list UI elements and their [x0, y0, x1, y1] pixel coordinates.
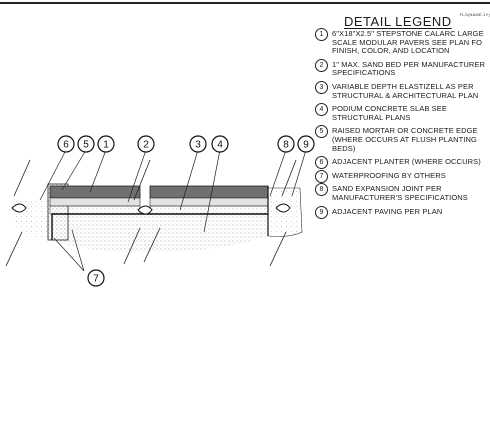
callout-circle — [57, 135, 75, 153]
callout-6: 6 — [57, 135, 75, 153]
legend-list: 1 6"X18"X2.5" STEPSTONE CALARC LARGE SCAL… — [314, 28, 490, 219]
sand-bed-left — [49, 197, 141, 207]
callout-circle — [189, 135, 207, 153]
callout-number: 6 — [63, 140, 69, 151]
legend-item: 8 SAND EXPANSION JOINT PER MANUFACTURER'S… — [314, 183, 490, 202]
legend-item: 4 PODIUM CONCRETE SLAB SEE STRUCTURAL PLA… — [314, 103, 490, 122]
callout-5: 5 — [77, 135, 95, 153]
detail-legend: DETAIL LEGEND FLO(NAME.1Y) 1 6"X18"X2.5" … — [314, 4, 490, 221]
break-symbol-right — [275, 203, 291, 213]
section-detail-drawing: 6 5 1 2 3 4 8 9 7 — [5, 135, 315, 287]
callout-9: 9 — [297, 135, 315, 153]
legend-item: 1 6"X18"X2.5" STEPSTONE CALARC LARGE SCAL… — [314, 28, 490, 56]
break-symbol-left — [11, 203, 27, 213]
legend-item: 3 VARIABLE DEPTH ELASTIZELL AS PER STRUCT… — [314, 80, 490, 100]
callout-number: 9 — [303, 140, 309, 151]
legend-item-text: WATERPROOFING BY OTHERS — [332, 170, 446, 180]
legend-item: 7 WATERPROOFING BY OTHERS — [314, 169, 490, 183]
callout-circle — [77, 135, 95, 153]
legend-number-bubble: 5 — [315, 125, 328, 139]
callout-7: 7 — [87, 269, 105, 287]
legend-number-bubble: 2 — [315, 58, 328, 72]
legend-item-text: RAISED MORTAR OR CONCRETE EDGE (WHERE OC… — [332, 126, 478, 153]
callout-number: 5 — [83, 140, 89, 151]
legend-item: 6 ADJACENT PLANTER (WHERE OCCURS) — [314, 156, 490, 170]
callout-circle — [297, 135, 315, 153]
callout-3: 3 — [189, 135, 207, 153]
elastizell-layer-left — [49, 205, 141, 215]
detail-tag: FLO(NAME.1Y) — [459, 12, 490, 17]
legend-item-text: PODIUM CONCRETE SLAB SEE STRUCTURAL PLAN… — [332, 104, 447, 122]
paver-course-right — [149, 185, 269, 199]
callout-number: 3 — [195, 140, 201, 151]
legend-item-text: VARIABLE DEPTH ELASTIZELL AS PER STRUCTU… — [332, 81, 479, 100]
callout-number: 2 — [143, 140, 149, 151]
callout-leader-lines — [39, 149, 307, 272]
legend-number-bubble: 8 — [315, 183, 328, 197]
legend-item-text: SAND EXPANSION JOINT PER MANUFACTURER'S … — [332, 184, 468, 202]
top-border-rule — [0, 2, 490, 4]
callout-number: 4 — [217, 140, 223, 151]
callout-number: 8 — [283, 140, 289, 151]
diagonal-break-lines — [5, 159, 297, 267]
legend-number-bubble: 6 — [315, 156, 328, 170]
legend-item-text: 1" MAX. SAND BED PER MANUFACTURER SPECIF… — [332, 59, 486, 78]
callout-circle — [87, 269, 105, 287]
callout-8: 8 — [277, 135, 295, 153]
legend-number-bubble: 4 — [315, 103, 328, 117]
legend-number-bubble: 9 — [315, 205, 328, 219]
elastizell-fill — [50, 214, 268, 253]
waterproofing-line — [51, 213, 268, 240]
callout-circle — [277, 135, 295, 153]
callout-number: 1 — [103, 140, 109, 151]
callout-circle — [97, 135, 115, 153]
legend-number-bubble: 3 — [315, 80, 328, 94]
callout-1: 1 — [97, 135, 115, 153]
callout-4: 4 — [211, 135, 229, 153]
legend-item-text: ADJACENT PLANTER (WHERE OCCURS) — [332, 157, 481, 167]
legend-item-text: ADJACENT PAVING PER PLAN — [332, 206, 443, 216]
callout-bubbles: 6 5 1 2 3 4 8 9 7 — [57, 135, 315, 287]
legend-item: 9 ADJACENT PAVING PER PLAN — [314, 205, 490, 219]
legend-number-bubble: 1 — [315, 28, 328, 41]
callout-2: 2 — [137, 135, 155, 153]
callout-circle — [137, 135, 155, 153]
legend-item: 5 RAISED MORTAR OR CONCRETE EDGE (WHERE O… — [314, 125, 490, 153]
legend-item: 2 1" MAX. SAND BED PER MANUFACTURER SPECI… — [314, 58, 490, 78]
callout-number: 7 — [93, 274, 99, 285]
legend-number-bubble: 7 — [315, 169, 328, 183]
legend-item-text: 6"X18"X2.5" STEPSTONE CALARC LARGE SCALE… — [332, 29, 484, 56]
legend-title: DETAIL LEGEND — [344, 14, 452, 29]
break-symbol-center — [137, 205, 153, 215]
legend-header: DETAIL LEGEND FLO(NAME.1Y) — [314, 4, 490, 30]
callout-circle — [211, 135, 229, 153]
